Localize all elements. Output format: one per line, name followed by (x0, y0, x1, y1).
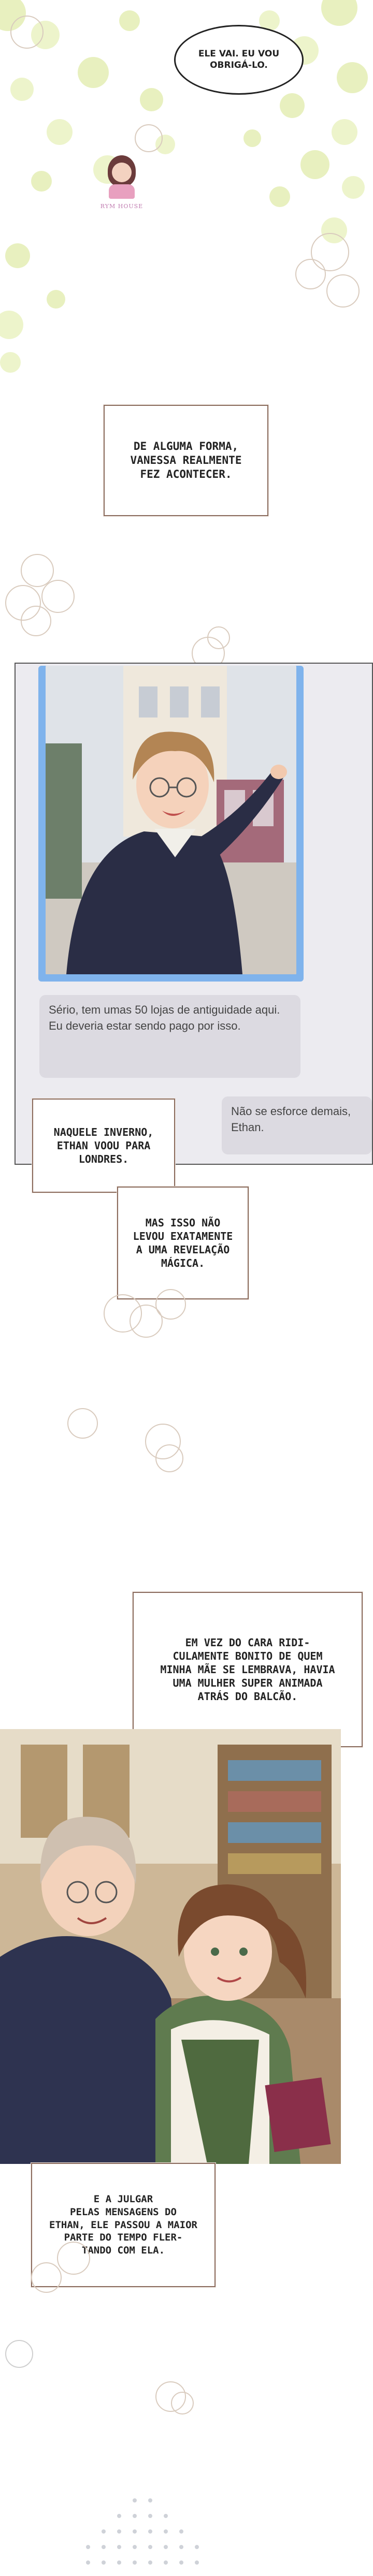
caption-box: MAS ISSO NÃO LEVOU EXATAMENTE A UMA REVE… (117, 1187, 249, 1299)
caption-box: NAQUELE INVERNO, ETHAN VOOU PARA LONDRES… (32, 1099, 175, 1193)
watermark-text: RYM HOUSE (100, 203, 144, 210)
decor-dots-bottom (73, 2495, 207, 2573)
chat-message-received-text: Sério, tem umas 50 lojas de antiguidade … (49, 1003, 280, 1032)
caption-box: DE ALGUMA FORMA, VANESSA REALMENTE FEZ A… (104, 405, 268, 516)
couple-illustration (0, 1729, 341, 2164)
caption-box: EM VEZ DO CARA RIDI- CULAMENTE BONITO DE… (133, 1592, 363, 1747)
chat-message-sent-text: Não se esforce demais, Ethan. (231, 1105, 351, 1134)
speech-bubble-text: ELE VAI. EU VOU OBRIGÁ-LO. (198, 49, 280, 70)
caption-text: NAQUELE INVERNO, ETHAN VOOU PARA LONDRES… (53, 1126, 154, 1165)
caption-text: MAS ISSO NÃO LEVOU EXATAMENTE A UMA REVE… (133, 1217, 233, 1269)
caption-text: EM VEZ DO CARA RIDI- CULAMENTE BONITO DE… (160, 1636, 335, 1703)
watermark-logo: RYM HOUSE (93, 155, 150, 217)
chat-message-sent: Não se esforce demais, Ethan. (222, 1096, 372, 1154)
chat-photo (46, 666, 296, 974)
caption-text: DE ALGUMA FORMA, VANESSA REALMENTE FEZ A… (130, 440, 242, 481)
caption-text: E A JULGAR PELAS MENSAGENS DO ETHAN, ELE… (49, 2193, 197, 2257)
illustration-panel (0, 1729, 341, 2164)
speech-bubble: ELE VAI. EU VOU OBRIGÁ-LO. (174, 25, 304, 95)
chat-message-received: Sério, tem umas 50 lojas de antiguidade … (39, 995, 300, 1078)
photo-illustration (46, 666, 296, 974)
